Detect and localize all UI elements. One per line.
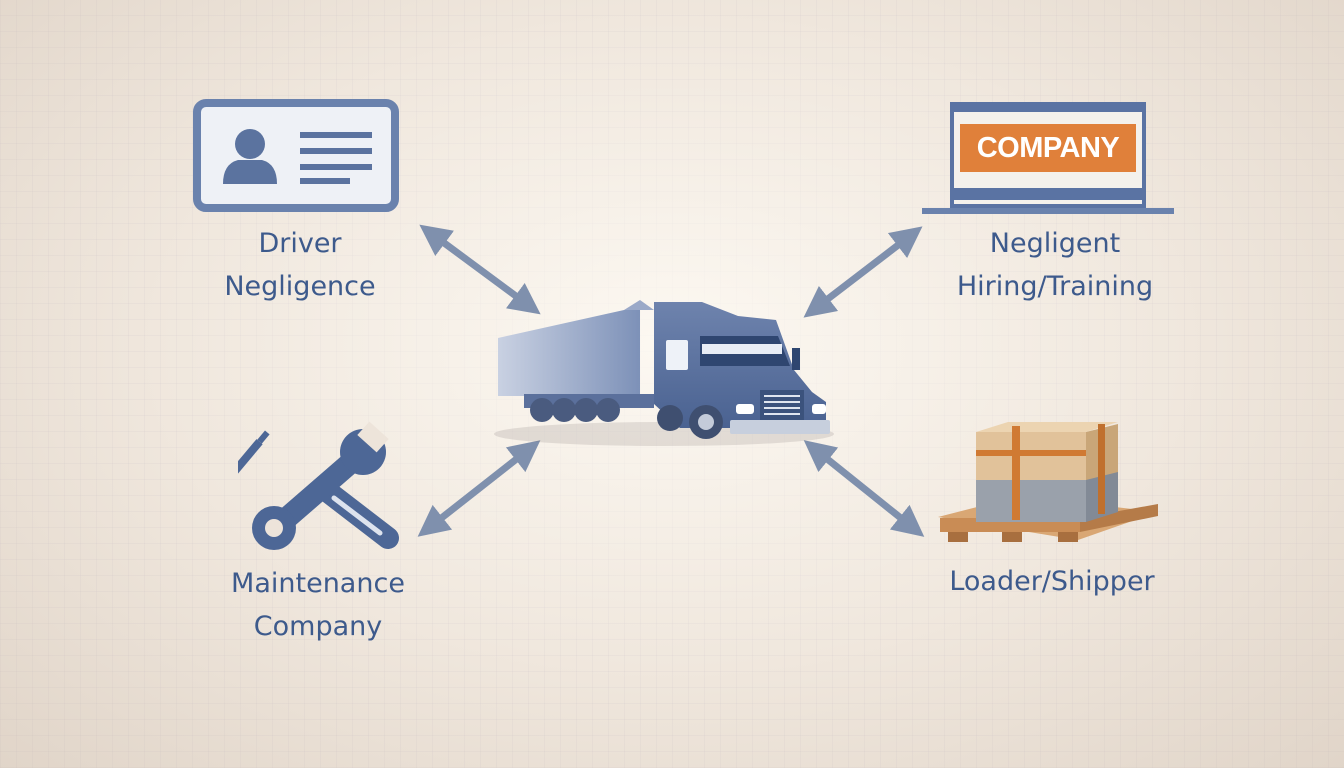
driver-label-line2: Negligence (224, 271, 376, 303)
wrench-screwdriver-icon (238, 421, 399, 550)
arrow-company-truck (803, 226, 923, 318)
company-label-line1: Negligent (989, 228, 1121, 259)
company-label-line2: Hiring/Training (956, 271, 1154, 303)
maintenance-company-label: Maintenance Company (180, 562, 456, 648)
cargo-pallet-icon (938, 422, 1158, 542)
maintenance-label-line1: Maintenance (231, 568, 405, 599)
maintenance-label-line2: Company (253, 611, 383, 643)
company-sign-icon: COMPANY (922, 100, 1174, 218)
negligent-hiring-label: Negligent Hiring/Training (910, 222, 1200, 308)
driver-id-card-icon (193, 99, 399, 212)
semi-truck-icon (494, 300, 834, 446)
driver-label-line1: Driver (258, 228, 342, 259)
arrow-driver-truck (419, 224, 541, 315)
arrow-loader-truck (803, 440, 925, 537)
loader-shipper-label: Loader/Shipper (908, 560, 1196, 603)
company-sign-text: COMPANY (960, 124, 1136, 172)
driver-negligence-label: Driver Negligence (170, 222, 430, 308)
arrow-maintenance-truck (417, 440, 541, 537)
loader-label-line1: Loader/Shipper (949, 566, 1155, 597)
